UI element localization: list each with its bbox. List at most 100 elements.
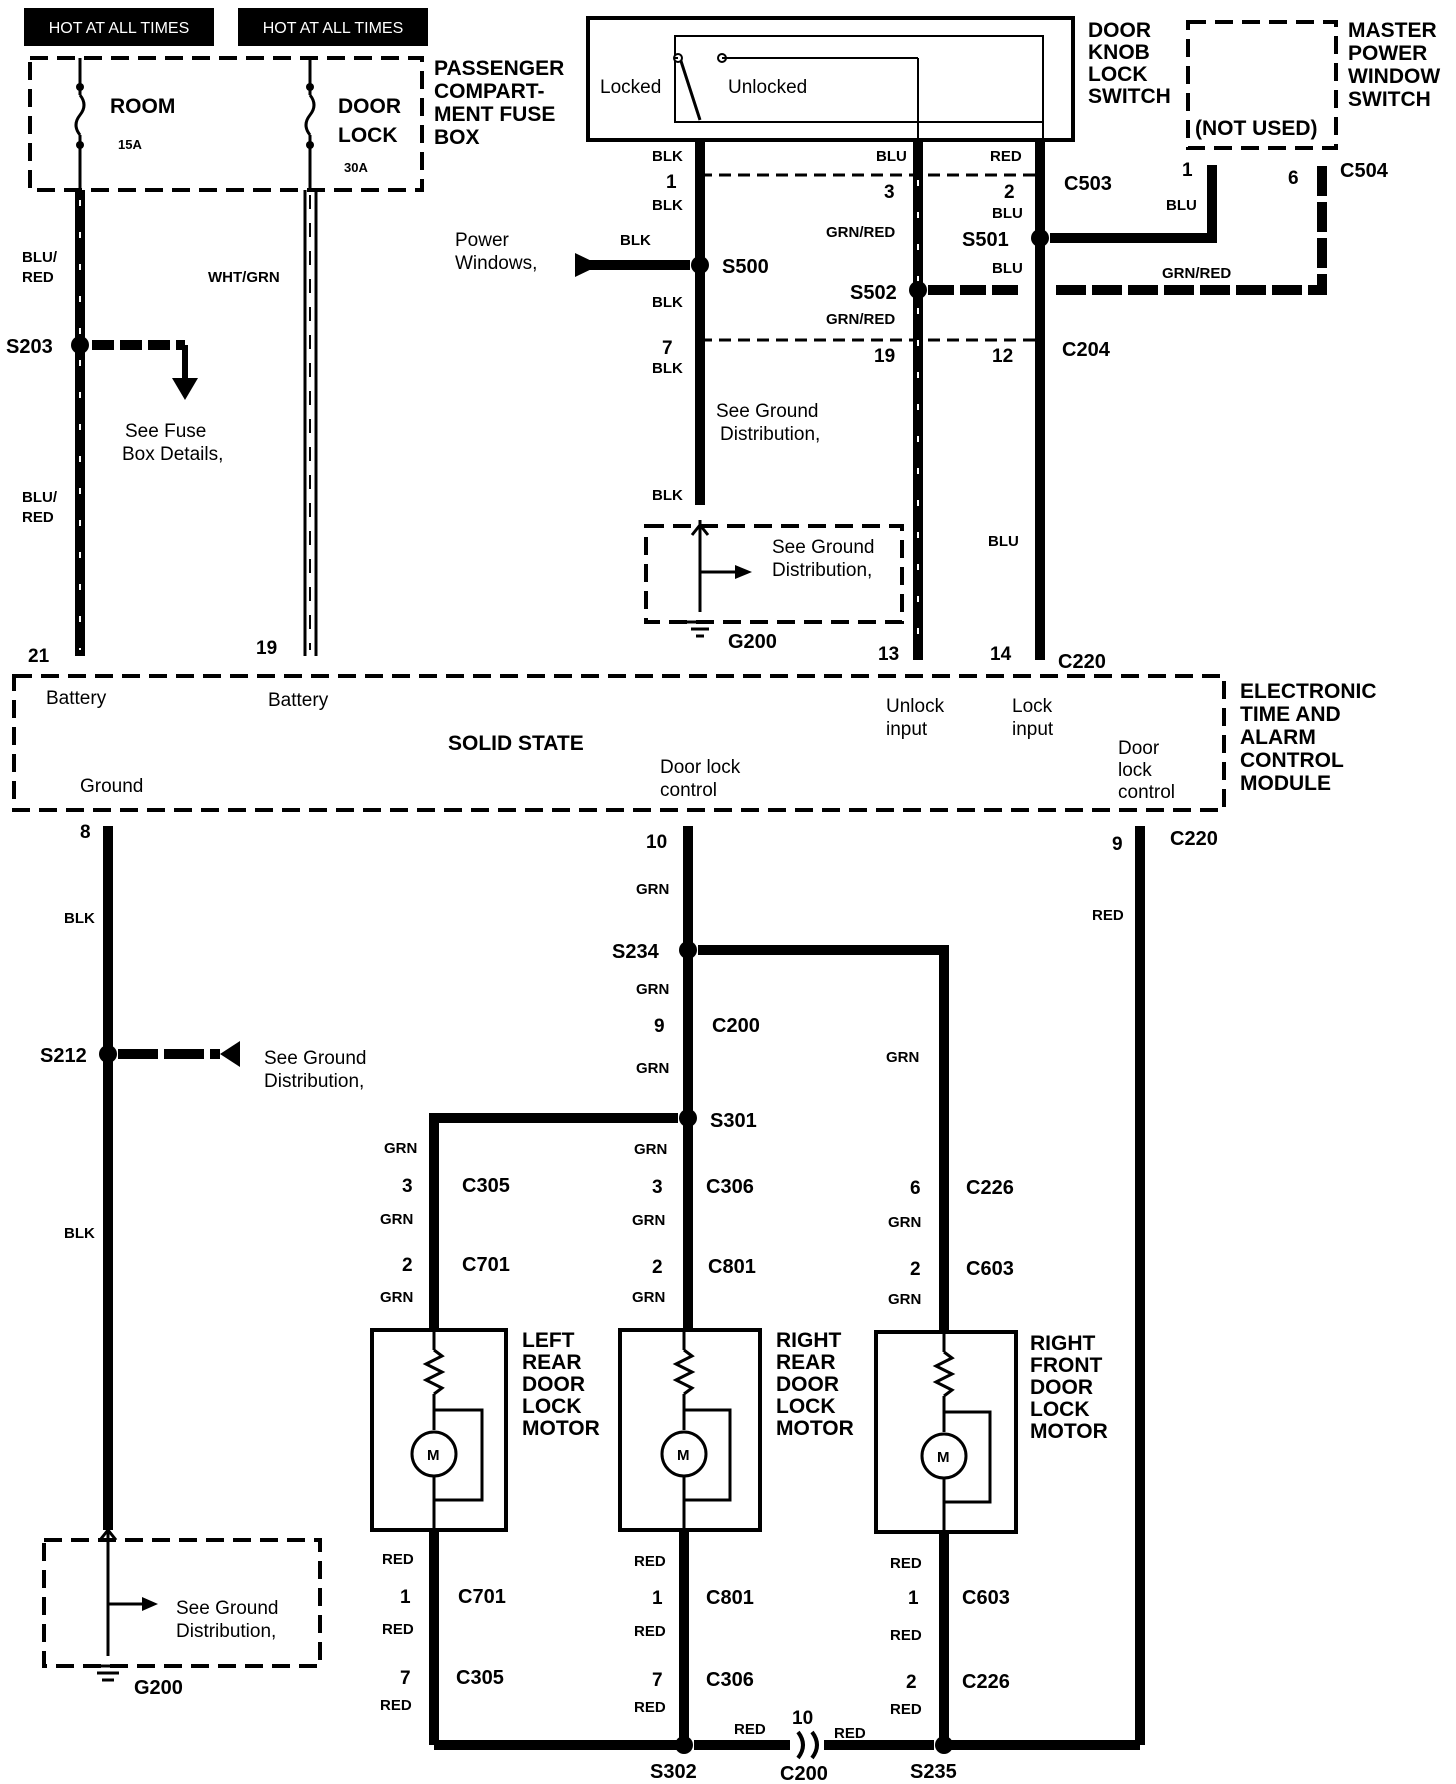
svg-text:REAR: REAR xyxy=(776,1351,836,1374)
bottom-return-wiring: 10 RED RED S302 C200 S235 xyxy=(650,1708,957,1784)
svg-text:SWITCH: SWITCH xyxy=(1348,88,1431,111)
svg-text:C701: C701 xyxy=(458,1586,506,1608)
door-lock-control-wiring: 10 GRN S234 GRN 9 C200 GRN S301 GRN xyxy=(429,826,949,1330)
master-switch-wires: BLU GRN/RED xyxy=(928,165,1327,295)
svg-text:BLU: BLU xyxy=(876,148,907,165)
svg-text:C226: C226 xyxy=(962,1671,1010,1693)
svg-text:6: 6 xyxy=(1288,168,1299,189)
svg-text:1: 1 xyxy=(666,172,677,193)
left-rear-motor-column: GRN 3 C305 GRN 2 C701 GRN M LEFT REAR DO… xyxy=(370,1140,678,1750)
svg-text:MOTOR: MOTOR xyxy=(776,1417,854,1440)
svg-text:GRN: GRN xyxy=(636,981,669,998)
splice-s502 xyxy=(909,281,927,299)
arrow-right-icon xyxy=(575,253,600,277)
svg-text:SWITCH: SWITCH xyxy=(1088,85,1171,108)
splice-s301 xyxy=(679,1109,697,1127)
svg-text:2: 2 xyxy=(1004,182,1015,203)
svg-text:C306: C306 xyxy=(706,1176,754,1198)
svg-text:GRN: GRN xyxy=(888,1214,921,1231)
fuse-icon xyxy=(74,94,86,136)
svg-text:Door: Door xyxy=(1118,738,1160,759)
svg-text:RIGHT: RIGHT xyxy=(1030,1332,1096,1355)
svg-text:GRN: GRN xyxy=(632,1212,665,1229)
svg-text:12: 12 xyxy=(992,346,1013,367)
svg-text:9: 9 xyxy=(1112,834,1123,855)
svg-text:C220: C220 xyxy=(1170,828,1218,850)
svg-text:BLK: BLK xyxy=(64,1225,95,1242)
svg-text:3: 3 xyxy=(402,1176,413,1197)
svg-text:M: M xyxy=(937,1449,950,1466)
svg-text:DOOR: DOOR xyxy=(1030,1376,1093,1399)
svg-text:DOOR: DOOR xyxy=(1088,19,1151,42)
right-rear-motor-column: GRN 3 C306 GRN 2 C801 GRN M RIGHT REAR D… xyxy=(618,1141,854,1745)
svg-text:GRN/RED: GRN/RED xyxy=(826,311,895,328)
svg-text:DOOR: DOOR xyxy=(338,95,401,118)
svg-text:BLU/: BLU/ xyxy=(22,489,58,506)
svg-text:15A: 15A xyxy=(118,137,142,152)
svg-text:1: 1 xyxy=(652,1588,663,1609)
svg-text:RED: RED xyxy=(382,1551,414,1568)
svg-text:BLK: BLK xyxy=(652,197,683,214)
svg-text:M: M xyxy=(427,1447,440,1464)
svg-text:BLK: BLK xyxy=(652,360,683,377)
svg-text:RED: RED xyxy=(890,1627,922,1644)
svg-text:C306: C306 xyxy=(706,1669,754,1691)
svg-text:See Ground: See Ground xyxy=(264,1048,366,1069)
svg-text:Distribution,: Distribution, xyxy=(772,560,872,581)
svg-text:1: 1 xyxy=(1182,160,1193,181)
master-power-window-switch: MASTER POWER WINDOW SWITCH (NOT USED) 1 … xyxy=(1182,19,1440,189)
svg-text:RIGHT: RIGHT xyxy=(776,1329,842,1352)
svg-text:BLK: BLK xyxy=(652,294,683,311)
svg-text:C305: C305 xyxy=(462,1175,510,1197)
svg-text:Distribution,: Distribution, xyxy=(720,424,820,445)
svg-text:1: 1 xyxy=(400,1587,411,1608)
arrow-down-icon xyxy=(172,378,198,400)
splice-s500 xyxy=(691,256,709,274)
svg-text:2: 2 xyxy=(910,1259,921,1280)
svg-text:REAR: REAR xyxy=(522,1351,582,1374)
splice-s302 xyxy=(675,1736,693,1754)
svg-text:30A: 30A xyxy=(344,160,368,175)
splice-s235 xyxy=(935,1736,953,1754)
svg-text:Box Details,: Box Details, xyxy=(122,444,223,465)
svg-text:CONTROL: CONTROL xyxy=(1240,749,1344,772)
battery-wire-blu-red: BLU/ RED BLU/ RED S203 See Fuse Box Deta… xyxy=(6,190,223,667)
svg-text:COMPART-: COMPART- xyxy=(434,80,544,103)
svg-text:7: 7 xyxy=(400,1668,411,1689)
svg-text:C200: C200 xyxy=(780,1763,828,1784)
ground-g200-lower: See Ground Distribution, G200 xyxy=(42,1526,322,1699)
svg-text:G200: G200 xyxy=(728,631,777,653)
svg-text:Unlocked: Unlocked xyxy=(728,77,807,98)
svg-text:21: 21 xyxy=(28,646,50,667)
svg-text:RED: RED xyxy=(634,1553,666,1570)
svg-text:GRN: GRN xyxy=(634,1141,667,1158)
svg-text:MOTOR: MOTOR xyxy=(1030,1420,1108,1443)
svg-text:LOCK: LOCK xyxy=(522,1395,582,1418)
splice-s501 xyxy=(1031,229,1049,247)
svg-text:MODULE: MODULE xyxy=(1240,772,1331,795)
svg-text:7: 7 xyxy=(662,338,673,359)
svg-text:GRN: GRN xyxy=(380,1289,413,1306)
svg-text:7: 7 xyxy=(652,1670,663,1691)
svg-text:SOLID STATE: SOLID STATE xyxy=(448,732,584,755)
svg-text:C801: C801 xyxy=(706,1587,754,1609)
svg-text:BLU: BLU xyxy=(992,205,1023,222)
splice-s203 xyxy=(71,336,89,354)
svg-text:See Ground: See Ground xyxy=(772,537,874,558)
svg-text:control: control xyxy=(660,780,717,801)
svg-text:LOCK: LOCK xyxy=(1030,1398,1090,1421)
svg-text:14: 14 xyxy=(990,644,1012,665)
svg-text:C305: C305 xyxy=(456,1667,504,1689)
svg-text:lock: lock xyxy=(1118,760,1152,781)
svg-text:RED: RED xyxy=(1092,907,1124,924)
svg-text:MOTOR: MOTOR xyxy=(522,1417,600,1440)
svg-text:DOOR: DOOR xyxy=(522,1373,585,1396)
svg-text:C801: C801 xyxy=(708,1256,756,1278)
splice-s212 xyxy=(99,1045,117,1063)
svg-text:PASSENGER: PASSENGER xyxy=(434,57,564,80)
svg-text:8: 8 xyxy=(80,822,91,843)
svg-text:GRN: GRN xyxy=(886,1049,919,1066)
svg-text:S203: S203 xyxy=(6,336,53,358)
svg-text:MENT FUSE: MENT FUSE xyxy=(434,103,555,126)
